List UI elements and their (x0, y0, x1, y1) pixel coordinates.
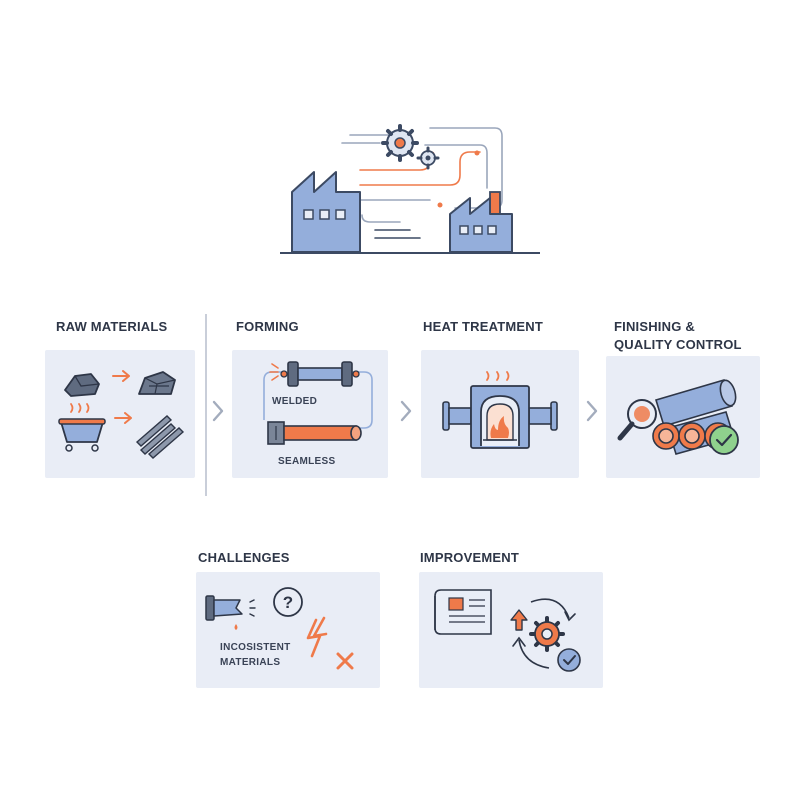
factory-icon (449, 191, 513, 253)
hero-factory-illustration (280, 124, 540, 254)
rolling-pipe-icon (269, 361, 360, 387)
card-raw-materials (45, 350, 195, 478)
stage-label-raw-materials: RAW MATERIALS (56, 319, 168, 334)
chevron-right-icon (586, 400, 598, 422)
challenges-sub-2: MATERIALS (220, 657, 281, 668)
label-challenges: CHALLENGES (198, 550, 290, 565)
gear-icon (529, 616, 565, 652)
pipe-stack-icon (652, 379, 737, 455)
stage-label-finishing: FINISHING & QUALITY CONTROL (614, 319, 742, 352)
magnifier-icon (617, 399, 657, 441)
factory-icon (291, 171, 361, 253)
card-forming: WELDED SEAMLESS (232, 350, 388, 478)
x-icon (336, 652, 354, 670)
stage-label-forming: FORMING (236, 319, 299, 334)
gear-icon (381, 124, 419, 162)
blueprint-icon (434, 589, 492, 635)
label-improvement: IMPROVEMENT (420, 550, 519, 565)
card-heat-treatment (421, 350, 579, 478)
card-improvement (419, 572, 603, 688)
pipe-icon (267, 421, 362, 445)
check-icon (709, 425, 739, 455)
forming-sub-seamless: SEAMLESS (278, 456, 336, 467)
ore-icon (64, 373, 100, 397)
rods-icon (135, 415, 185, 459)
challenges-sub-1: INCOSISTENT (220, 642, 291, 653)
lightning-icon (306, 616, 328, 658)
crucible-icon (58, 403, 106, 452)
broken-pipe-icon (205, 595, 256, 630)
card-finishing-quality (606, 356, 760, 478)
check-icon (557, 648, 581, 672)
ingot-stack-icon (138, 371, 176, 395)
forming-sub-welded: WELDED (272, 396, 318, 407)
card-challenges: ? INCOSISTENT MATERIALS (196, 572, 380, 688)
chevron-right-icon (212, 400, 224, 422)
stage-label-heat-treatment: HEAT TREATMENT (423, 319, 544, 334)
svg-text:?: ? (283, 593, 293, 612)
small-gear-icon (416, 146, 440, 170)
chevron-right-icon (400, 400, 412, 422)
furnace-icon (442, 371, 558, 449)
section-divider (205, 314, 207, 496)
question-icon: ? (273, 587, 303, 617)
cycle-icon (510, 598, 576, 669)
